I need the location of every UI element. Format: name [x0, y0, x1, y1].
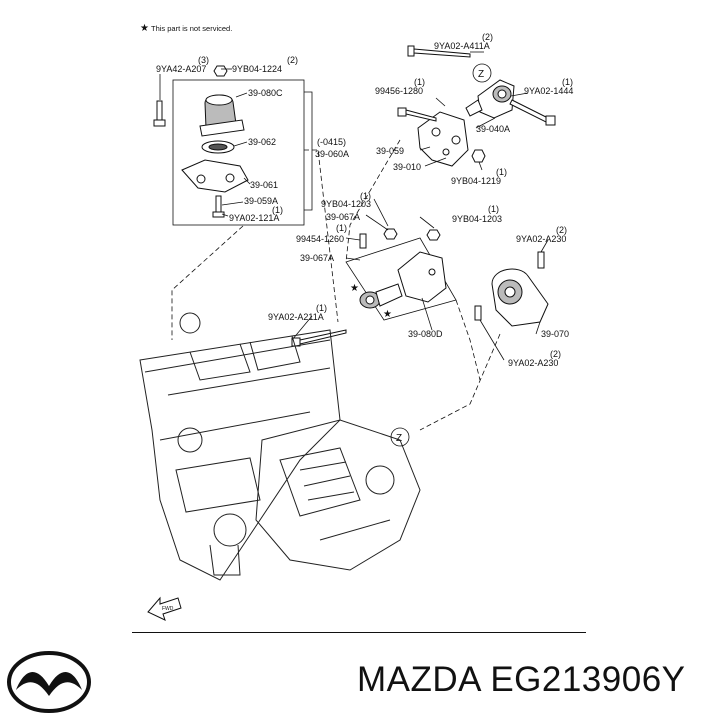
- nut-9yb04-1224: [213, 65, 228, 77]
- callout-39-067a-top: 39-067A: [326, 212, 360, 222]
- svg-text:99456-1280: 99456-1280: [375, 86, 423, 96]
- bolt-99456-1280: [397, 107, 437, 122]
- callout-9ya02-a411a: (2) 9YA02-A411A: [434, 32, 493, 51]
- star-marker-2: ★: [383, 309, 392, 320]
- callout-9yb04-1203-left: (1) 9YB04-1203: [321, 191, 371, 209]
- engine-assembly: [139, 312, 341, 581]
- callout-39-059: 39-059: [376, 146, 404, 156]
- callout-39-010: 39-010: [393, 162, 421, 172]
- callout-39-059a: 39-059A: [244, 196, 278, 206]
- svg-text:(2): (2): [556, 225, 567, 235]
- callout-9ya02-121a: (1) 9YA02-121A: [229, 205, 283, 223]
- bolt-99454-1260: [359, 233, 367, 249]
- bolt-9ya02-a211a: [291, 329, 347, 347]
- part-number: EG213906Y: [490, 660, 686, 699]
- zone-marker-bottom: [390, 427, 410, 447]
- svg-text:9YB04-1219: 9YB04-1219: [451, 176, 501, 186]
- nut-9yb04-1219: [471, 149, 486, 163]
- callout-39-067a-bottom: 39-067A: [300, 253, 334, 263]
- svg-text:9YA02-1444: 9YA02-1444: [524, 86, 573, 96]
- svg-text:(1): (1): [336, 223, 347, 233]
- svg-text:(1): (1): [414, 77, 425, 87]
- upper-mount-39-080c: [199, 94, 245, 137]
- part-title: MAZDA EG213906Y: [357, 660, 686, 700]
- mount-39-080d: [359, 251, 447, 309]
- mount-39-070: [474, 251, 549, 327]
- nut-9yb04-1203-a: [383, 228, 398, 240]
- svg-text:9YB04-1224: 9YB04-1224: [232, 64, 282, 74]
- svg-text:(3): (3): [198, 55, 209, 65]
- callout-39-070: 39-070: [541, 329, 569, 339]
- zone-marker-bottom-label: Z: [396, 433, 402, 444]
- svg-text:(1): (1): [316, 303, 327, 313]
- zone-marker-top-label: Z: [478, 69, 484, 80]
- callout-39-080d: 39-080D: [408, 329, 443, 339]
- nut-9yb04-1203-b: [426, 229, 441, 241]
- svg-text:9YA02-A230: 9YA02-A230: [508, 358, 558, 368]
- ring-39-062: [201, 140, 235, 154]
- callout-39-060a: (-0415) 39-060A: [315, 137, 349, 159]
- footer-divider: [132, 632, 586, 633]
- callout-39-080c: 39-080C: [248, 88, 283, 98]
- svg-text:(1): (1): [562, 77, 573, 87]
- svg-text:(1): (1): [272, 205, 283, 215]
- callout-39-040a: 39-040A: [476, 124, 510, 134]
- callout-9ya42-a207: (3) 9YA42-A207: [156, 55, 209, 74]
- svg-text:39-060A: 39-060A: [315, 149, 349, 159]
- bolt-9ya42-a207: [153, 100, 166, 127]
- svg-text:9YA42-A207: 9YA42-A207: [156, 64, 206, 74]
- svg-text:99454-1260: 99454-1260: [296, 234, 344, 244]
- bolt-9ya02-a411a: [407, 45, 471, 58]
- notice-star: ★: [140, 23, 149, 34]
- callout-99454-1260: (1) 99454-1260: [296, 223, 347, 244]
- svg-text:9YA02-A230: 9YA02-A230: [516, 234, 566, 244]
- svg-text:(1): (1): [496, 167, 507, 177]
- callout-9yb04-1219: (1) 9YB04-1219: [451, 167, 507, 186]
- callout-9ya02-a230-top: (2) 9YA02-A230: [516, 225, 567, 244]
- callout-39-062: 39-062: [248, 137, 276, 147]
- bracket-39-061: [181, 159, 249, 193]
- callout-9ya02-a211a: (1) 9YA02-A211A: [268, 303, 327, 322]
- svg-text:9YA02-A411A: 9YA02-A411A: [434, 41, 490, 51]
- fwd-label: FWD: [162, 606, 174, 612]
- bolt-9ya02-1444: [509, 99, 556, 126]
- svg-text:(1): (1): [360, 191, 371, 201]
- svg-text:9YB04-1203: 9YB04-1203: [452, 214, 502, 224]
- zone-marker-top: [472, 63, 492, 83]
- transmission-assembly: [255, 419, 421, 571]
- svg-text:(-0415): (-0415): [317, 137, 346, 147]
- brand-name: MAZDA: [357, 660, 481, 699]
- svg-text:(2): (2): [287, 55, 298, 65]
- svg-text:9YB04-1203: 9YB04-1203: [321, 199, 371, 209]
- svg-text:9YA02-A211A: 9YA02-A211A: [268, 312, 324, 322]
- notice-text: This part is not serviced.: [151, 24, 232, 33]
- mount-39-040a: [465, 79, 515, 119]
- fwd-arrow-icon: [147, 596, 182, 621]
- svg-text:9YA02-121A: 9YA02-121A: [229, 213, 279, 223]
- mazda-wing-logo-icon: [7, 651, 91, 713]
- callout-9ya02-1444: (1) 9YA02-1444: [524, 77, 573, 96]
- callout-9yb04-1224: (2) 9YB04-1224: [232, 55, 298, 74]
- callout-9ya02-a230-bottom: (2) 9YA02-A230: [508, 349, 561, 368]
- callout-39-061: 39-061: [250, 180, 278, 190]
- callout-99456-1280: (1) 99456-1280: [375, 77, 425, 96]
- svg-text:(2): (2): [482, 32, 493, 42]
- svg-text:(1): (1): [488, 204, 499, 214]
- svg-text:(2): (2): [550, 349, 561, 359]
- left-mount-group-box: [172, 79, 305, 226]
- callout-9yb04-1203-right: (1) 9YB04-1203: [452, 204, 502, 224]
- bracket-39-010: [417, 111, 469, 167]
- star-marker-1: ★: [350, 283, 359, 294]
